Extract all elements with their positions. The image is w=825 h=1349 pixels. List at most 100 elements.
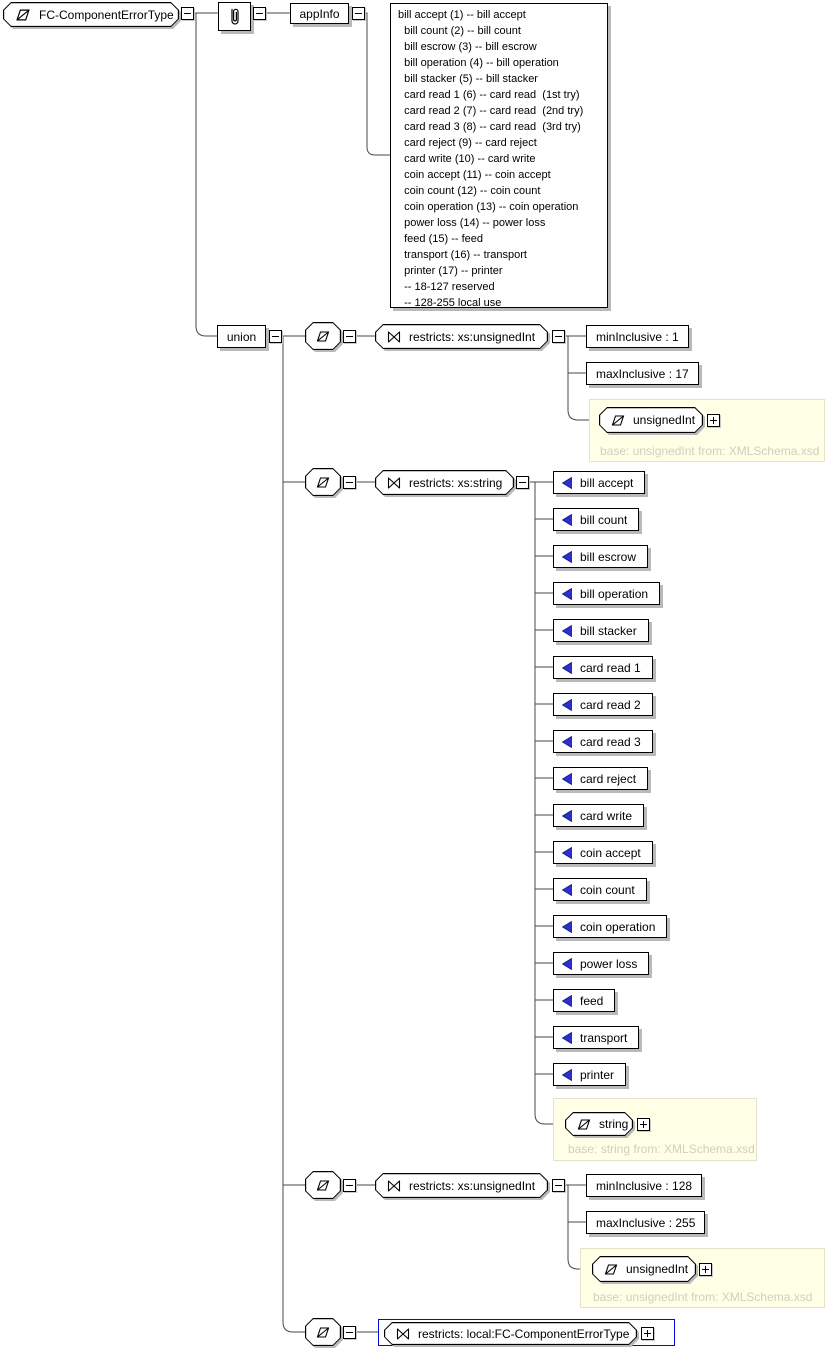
enum-label: feed: [580, 993, 604, 1008]
branch4-simpletype-node[interactable]: [305, 1318, 341, 1346]
appinfo-node[interactable]: appInfo: [290, 3, 349, 24]
enum-label: bill stacker: [580, 623, 637, 638]
enum-label: bill count: [580, 512, 628, 527]
branch1-base-expand-button[interactable]: [707, 414, 720, 427]
enum-value[interactable]: card reject: [553, 767, 649, 790]
branch2-simpletype-node[interactable]: [305, 468, 341, 496]
appinfo-label: appInfo: [299, 6, 340, 21]
enum-value[interactable]: printer: [553, 1063, 627, 1086]
branch4-expand-button[interactable]: [641, 1327, 654, 1340]
branch1-restriction-collapse-button[interactable]: [552, 330, 565, 343]
simpletype-icon: [316, 1326, 330, 1338]
root-collapse-button[interactable]: [181, 7, 194, 20]
branch2-collapse-button[interactable]: [343, 476, 356, 489]
enum-marker-icon: [561, 772, 572, 785]
branch3-simpletype-node[interactable]: [305, 1171, 341, 1199]
union-node[interactable]: union: [217, 325, 266, 348]
union-collapse-button[interactable]: [269, 330, 282, 343]
enum-value[interactable]: bill count: [553, 508, 640, 531]
restriction-icon: [387, 476, 401, 489]
branch4-restriction-node[interactable]: restricts: local:FC-ComponentErrorType: [384, 1322, 637, 1345]
enum-label: coin accept: [580, 845, 641, 860]
appinfo-collapse-button[interactable]: [352, 7, 365, 20]
root-simpletype-node[interactable]: FC-ComponentErrorType: [3, 2, 179, 27]
branch2-restriction-label: restricts: xs:string: [409, 475, 503, 490]
branch1-restriction-node[interactable]: restricts: xs:unsignedInt: [375, 324, 548, 349]
branch1-base-type-node[interactable]: unsignedInt: [599, 407, 703, 433]
enum-marker-icon: [561, 957, 572, 970]
enum-label: power loss: [580, 956, 638, 971]
enum-marker-icon: [561, 624, 572, 637]
enum-marker-icon: [561, 920, 572, 933]
branch2-restriction-node[interactable]: restricts: xs:string: [375, 470, 514, 495]
facet-label: minInclusive : 1: [596, 329, 679, 344]
enum-value[interactable]: coin operation: [553, 915, 668, 938]
restriction-icon: [387, 1179, 401, 1192]
branch3-restriction-collapse-button[interactable]: [552, 1179, 565, 1192]
enum-value[interactable]: bill escrow: [553, 545, 649, 568]
enum-label: card read 2: [580, 697, 641, 712]
facet-label: minInclusive : 128: [596, 1178, 693, 1193]
branch4-restriction-label: restricts: local:FC-ComponentErrorType: [418, 1326, 630, 1341]
restriction-icon: [387, 330, 401, 343]
enum-value[interactable]: power loss: [553, 952, 650, 975]
branch3-base-expand-button[interactable]: [699, 1263, 712, 1276]
enum-value[interactable]: bill stacker: [553, 619, 649, 642]
enum-value[interactable]: coin count: [553, 878, 647, 901]
enum-value[interactable]: feed: [553, 989, 616, 1012]
branch3-base-type-label: unsignedInt: [626, 1262, 689, 1276]
simpletype-icon: [316, 1179, 330, 1191]
branch4-reference-frame: restricts: local:FC-ComponentErrorType: [378, 1319, 675, 1346]
enum-marker-icon: [561, 476, 572, 489]
branch2-restriction-collapse-button[interactable]: [516, 476, 529, 489]
documentation-box: bill accept (1) -- bill accept bill coun…: [390, 3, 608, 308]
enum-value[interactable]: card read 2: [553, 693, 653, 716]
enum-label: printer: [580, 1067, 615, 1082]
enum-marker-icon: [561, 550, 572, 563]
enum-marker-icon: [561, 846, 572, 859]
enum-marker-icon: [561, 661, 572, 674]
enum-value[interactable]: coin accept: [553, 841, 653, 864]
restriction-icon: [396, 1327, 410, 1340]
enum-marker-icon: [561, 735, 572, 748]
enum-marker-icon: [561, 698, 572, 711]
annotation-node[interactable]: [218, 2, 251, 31]
branch1-base-note: base: unsignedInt from: XMLSchema.xsd: [600, 444, 820, 458]
branch4-collapse-button[interactable]: [343, 1326, 356, 1339]
branch2-base-type-label: string: [599, 1117, 629, 1131]
branch1-simpletype-node[interactable]: [305, 322, 341, 350]
branch3-restriction-node[interactable]: restricts: xs:unsignedInt: [375, 1173, 548, 1198]
branch2-base-type-node[interactable]: string: [565, 1112, 633, 1136]
simpletype-icon: [316, 330, 330, 342]
enum-marker-icon: [561, 513, 572, 526]
branch1-collapse-button[interactable]: [343, 330, 356, 343]
branch2-base-note: base: string from: XMLSchema.xsd: [568, 1142, 755, 1156]
facet-mininclusive[interactable]: minInclusive : 1: [586, 325, 689, 348]
simpletype-icon: [611, 414, 625, 426]
branch2-base-expand-button[interactable]: [637, 1118, 650, 1131]
enum-marker-icon: [561, 1068, 572, 1081]
enum-label: card write: [580, 808, 633, 823]
facet-maxinclusive[interactable]: maxInclusive : 17: [586, 362, 699, 385]
simpletype-icon: [604, 1263, 618, 1275]
enum-marker-icon: [561, 883, 572, 896]
enum-value[interactable]: transport: [553, 1026, 640, 1049]
enum-marker-icon: [561, 1031, 572, 1044]
annotation-collapse-button[interactable]: [253, 7, 266, 20]
enum-marker-icon: [561, 994, 572, 1007]
enum-value[interactable]: bill operation: [553, 582, 661, 605]
facet-maxinclusive[interactable]: maxInclusive : 255: [586, 1211, 706, 1234]
branch3-collapse-button[interactable]: [343, 1179, 356, 1192]
enum-value[interactable]: bill accept: [553, 471, 646, 494]
branch3-base-type-node[interactable]: unsignedInt: [592, 1256, 696, 1282]
enum-value[interactable]: card write: [553, 804, 645, 827]
branch1-restriction-label: restricts: xs:unsignedInt: [409, 329, 536, 344]
enum-value[interactable]: card read 3: [553, 730, 653, 753]
facet-mininclusive[interactable]: minInclusive : 128: [586, 1174, 703, 1197]
branch3-base-note: base: unsignedInt from: XMLSchema.xsd: [593, 1290, 813, 1304]
enum-marker-icon: [561, 587, 572, 600]
facet-label: maxInclusive : 255: [596, 1215, 696, 1230]
enum-value[interactable]: card read 1: [553, 656, 653, 679]
enum-label: card reject: [580, 771, 637, 786]
branch3-restriction-label: restricts: xs:unsignedInt: [409, 1178, 536, 1193]
